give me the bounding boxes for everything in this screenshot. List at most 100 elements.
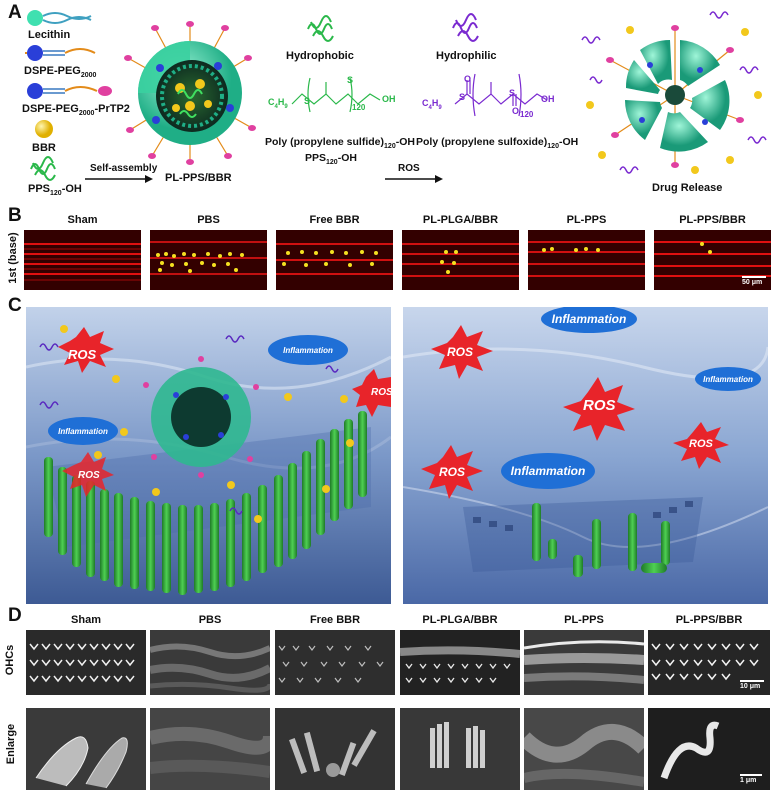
d-ohc-pl-plga-bbr <box>400 630 520 695</box>
panel-b-row-label: 1st (base) <box>7 232 19 284</box>
pps-short-suffix: -OH <box>337 152 357 164</box>
bbr-label: BBR <box>32 142 56 154</box>
c-left-scene: ROS ROS ROS Inflammation Inflammation <box>26 307 391 604</box>
d-col-pl-pps: PL-PPS <box>564 614 604 626</box>
d-enlarge-sham <box>26 708 146 790</box>
b-scale-bar: 50 μm <box>742 276 766 286</box>
b-col-pl-plga-bbr: PL-PLGA/BBR <box>422 214 499 226</box>
self-assembly-arrow <box>85 175 153 183</box>
d-ohc-pbs <box>150 630 270 695</box>
c-right-ros-2: ROS <box>583 397 616 414</box>
product-label: PL-PPS/BBR <box>165 172 232 184</box>
d-row-label-ohcs: OHCs <box>4 644 16 676</box>
d-enlarge-pl-pps <box>524 708 644 790</box>
ros-arrow-label: ROS <box>398 163 420 174</box>
ppso-structure-drawing <box>454 73 548 117</box>
pps-n: 120 <box>352 103 366 112</box>
c-right-ros-1: ROS <box>447 345 474 359</box>
pps-formula-c4h9: C4H9 <box>268 97 288 110</box>
d-scale-top: 10 μm <box>740 680 764 690</box>
d-scale-bottom-text: 1 μm <box>740 777 757 784</box>
ppso-o2: O <box>512 106 520 116</box>
pps-coil-icon <box>30 156 56 181</box>
drug-release-label: Drug Release <box>652 182 723 194</box>
d-col-pl-plga-bbr: PL-PLGA/BBR <box>422 614 498 626</box>
pps-text: PPS <box>28 183 51 195</box>
c-left-inflammation-1: Inflammation <box>268 335 348 365</box>
dspe-peg-prtp2-icon <box>27 83 112 99</box>
c-left-ros-1: ROS <box>68 347 97 362</box>
drug-release-particle <box>581 11 767 174</box>
d-enlarge-pl-plga-bbr <box>400 708 520 790</box>
c-right-ros-3: ROS <box>439 465 466 479</box>
d-scale-bottom: 1 μm <box>740 774 762 784</box>
pps-name-suffix: -OH <box>395 136 415 148</box>
c-left-ros-2: ROS <box>78 470 100 481</box>
h-text: H <box>277 97 285 107</box>
ppso-name-sub: 120 <box>547 143 559 151</box>
d-ohc-pl-pps-bbr: 10 μm <box>648 630 770 695</box>
d-enlarge-pl-pps-bbr: 1 μm <box>648 708 770 790</box>
d-enlarge-free-bbr <box>275 708 395 790</box>
b-image-pl-plga-bbr <box>402 230 519 290</box>
c-left-inflammation-2: Inflammation <box>48 417 118 445</box>
c-left-ros-3: ROS <box>371 387 391 398</box>
dspe-peg-prtp2-text: DSPE-PEG <box>22 103 79 115</box>
hydrophilic-label: Hydrophilic <box>436 50 497 62</box>
b-col-pl-pps: PL-PPS <box>566 214 607 226</box>
c2-text: C <box>422 98 429 108</box>
b-image-free-bbr <box>276 230 393 290</box>
pps-short-text: PPS <box>305 152 327 164</box>
d-col-free-bbr: Free BBR <box>309 614 361 626</box>
d-col-sham: Sham <box>71 614 101 626</box>
dspe-peg-prtp2-sub: 2000 <box>78 110 95 118</box>
pl-pps-bbr-nanoparticle <box>124 21 256 165</box>
pps-name-sub: 120 <box>384 143 396 151</box>
h2-text: H <box>431 98 439 108</box>
c-right-inflammation-1: Inflammation <box>541 307 637 333</box>
pps-structure-drawing <box>291 77 381 113</box>
b-col-pl-pps-bbr: PL-PPS/BBR <box>679 214 746 226</box>
pps-name-text: Poly (propylene sulfide) <box>265 136 385 148</box>
d-ohc-free-bbr <box>275 630 395 695</box>
panel-d-label: D <box>8 605 22 626</box>
ppso-s1: S <box>459 92 466 102</box>
d-col-pbs: PBS <box>198 614 222 626</box>
dspe-peg-prtp2-label: DSPE-PEG2000-PrTP2 <box>22 103 130 117</box>
c-sub: 4 <box>274 103 278 110</box>
dspe-peg-label: DSPE-PEG2000 <box>24 65 96 79</box>
c-right-scene: ROS ROS ROS ROS Inflammation Inflammatio… <box>403 307 768 604</box>
d-ohc-sham <box>26 630 146 695</box>
pps-s1: S <box>304 96 311 106</box>
dspe-peg-prtp2-suffix: -PrTP2 <box>94 103 130 115</box>
ppso-name-text: Poly (propylene sulfoxide) <box>416 136 548 148</box>
ppso-n: 120 <box>520 110 534 119</box>
ppso-oh: OH <box>541 94 555 104</box>
bbr-icon <box>35 120 53 138</box>
c2-sub: 4 <box>428 104 432 111</box>
hydrophobic-label: Hydrophobic <box>286 50 354 62</box>
c-right-illustration <box>403 307 768 604</box>
pps-oh: OH <box>382 94 396 104</box>
dspe-peg-text: DSPE-PEG <box>24 65 81 77</box>
b-col-pbs: PBS <box>197 214 220 226</box>
b-col-free-bbr: Free BBR <box>309 214 360 226</box>
panel-a-label: A <box>8 2 22 23</box>
c-text: C <box>268 97 275 107</box>
d-col-pl-pps-bbr: PL-PPS/BBR <box>675 614 743 626</box>
hydrophilic-coil-icon <box>452 13 479 42</box>
lecithin-icon <box>27 10 92 26</box>
pps-short: PPS120-OH <box>305 152 357 166</box>
d-ohc-pl-pps <box>524 630 644 695</box>
lecithin-label: Lecithin <box>28 29 71 41</box>
b-scale-text: 50 μm <box>742 279 763 286</box>
pps-suffix: -OH <box>61 183 82 195</box>
h-sub: 9 <box>284 103 288 110</box>
pps-s2: S <box>347 75 354 85</box>
c-right-inflammation-3: Inflammation <box>501 453 595 489</box>
pps-label: PPS120-OH <box>28 183 82 197</box>
h2-sub: 9 <box>438 104 442 111</box>
hydrophobic-coil-icon <box>307 15 334 42</box>
pps-short-sub: 120 <box>326 159 338 167</box>
b-image-pbs <box>150 230 267 290</box>
